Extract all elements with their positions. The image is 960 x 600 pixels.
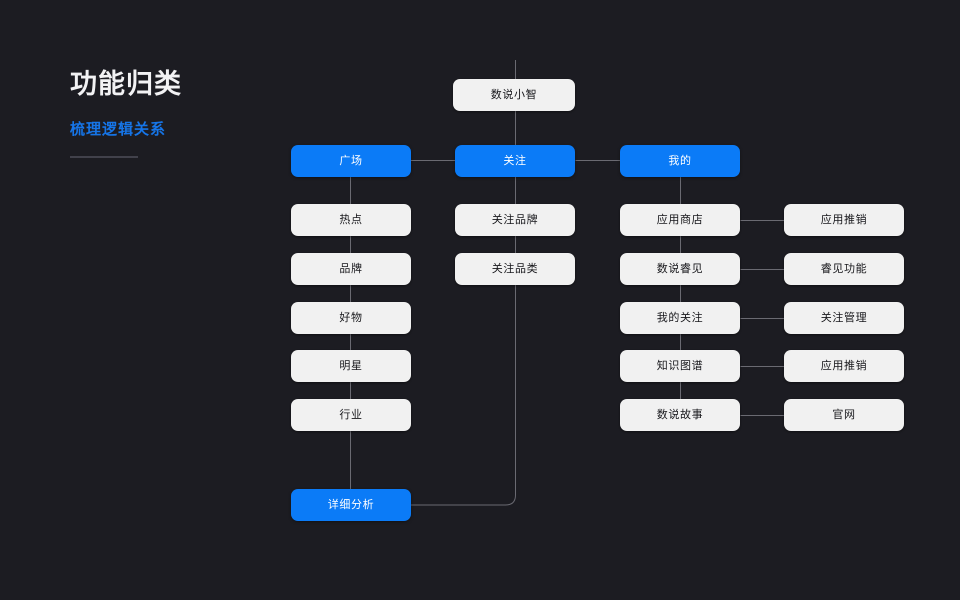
node-wode-sibling-0[interactable]: 应用推销 — [784, 204, 904, 236]
node-wode-child-1[interactable]: 数说睿见 — [620, 253, 740, 285]
node-wode-child-3[interactable]: 知识图谱 — [620, 350, 740, 382]
node-branch-wode[interactable]: 我的 — [620, 145, 740, 177]
node-detail-analysis[interactable]: 详细分析 — [291, 489, 411, 521]
node-wode-child-0[interactable]: 应用商店 — [620, 204, 740, 236]
node-branch-guangchang[interactable]: 广场 — [291, 145, 411, 177]
node-root[interactable]: 数说小智 — [453, 79, 575, 111]
node-guangchang-child-0[interactable]: 热点 — [291, 204, 411, 236]
page-subtitle: 梳理逻辑关系 — [70, 121, 167, 139]
node-wode-sibling-4[interactable]: 官网 — [784, 399, 904, 431]
node-wode-sibling-2[interactable]: 关注管理 — [784, 302, 904, 334]
node-guangchang-child-4[interactable]: 行业 — [291, 399, 411, 431]
title-divider — [70, 156, 138, 158]
node-wode-sibling-1[interactable]: 睿见功能 — [784, 253, 904, 285]
node-wode-child-4[interactable]: 数说故事 — [620, 399, 740, 431]
node-wode-child-2[interactable]: 我的关注 — [620, 302, 740, 334]
node-guanzhu-child-0[interactable]: 关注品牌 — [455, 204, 575, 236]
node-guangchang-child-3[interactable]: 明星 — [291, 350, 411, 382]
node-guangchang-child-1[interactable]: 品牌 — [291, 253, 411, 285]
node-wode-sibling-3[interactable]: 应用推销 — [784, 350, 904, 382]
node-branch-guanzhu[interactable]: 关注 — [455, 145, 575, 177]
node-guanzhu-child-1[interactable]: 关注品类 — [455, 253, 575, 285]
page-title: 功能归类 — [70, 69, 182, 99]
node-guangchang-child-2[interactable]: 好物 — [291, 302, 411, 334]
heading-block: 功能归类 梳理逻辑关系 — [70, 68, 270, 158]
